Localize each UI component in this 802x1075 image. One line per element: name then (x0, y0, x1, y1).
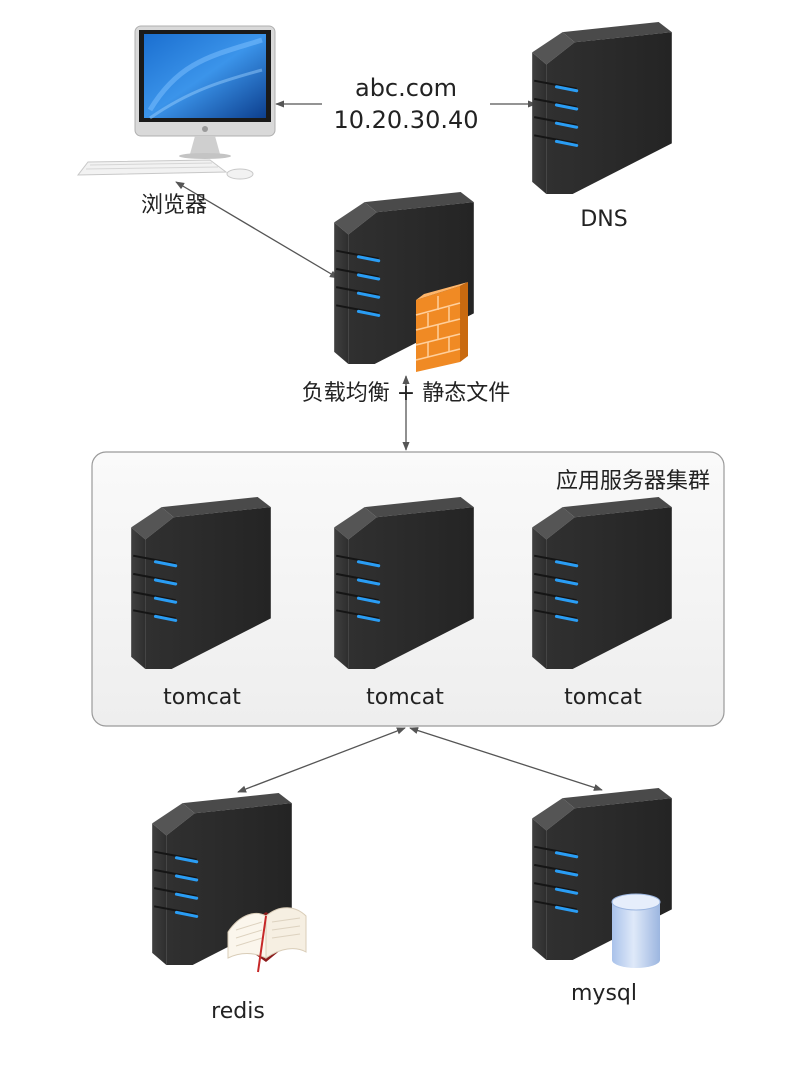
dns-server-icon (532, 22, 674, 194)
loadbalancer-label: 负载均衡 + 静态文件 (302, 381, 510, 406)
browser-label: 浏览器 (141, 193, 207, 218)
book-icon (227, 907, 307, 973)
dns-domain: abc.com (355, 74, 457, 102)
mysql-label: mysql (571, 981, 637, 1006)
connectors (175, 100, 603, 793)
cluster-mysql-link (409, 727, 603, 791)
cluster-redis-link (237, 727, 406, 793)
dns-ip: 10.20.30.40 (333, 106, 478, 134)
desktop-computer-icon (76, 25, 276, 180)
dns-label: DNS (580, 207, 627, 232)
cluster-title: 应用服务器集群 (556, 469, 710, 494)
redis-label: redis (211, 999, 265, 1024)
tomcat-label-3: tomcat (564, 685, 642, 710)
browser-loadbalancer-link (175, 181, 339, 279)
tomcat-label-2: tomcat (366, 685, 444, 710)
tomcat-label-1: tomcat (163, 685, 241, 710)
firewall-icon (415, 282, 468, 372)
database-icon (611, 893, 661, 968)
